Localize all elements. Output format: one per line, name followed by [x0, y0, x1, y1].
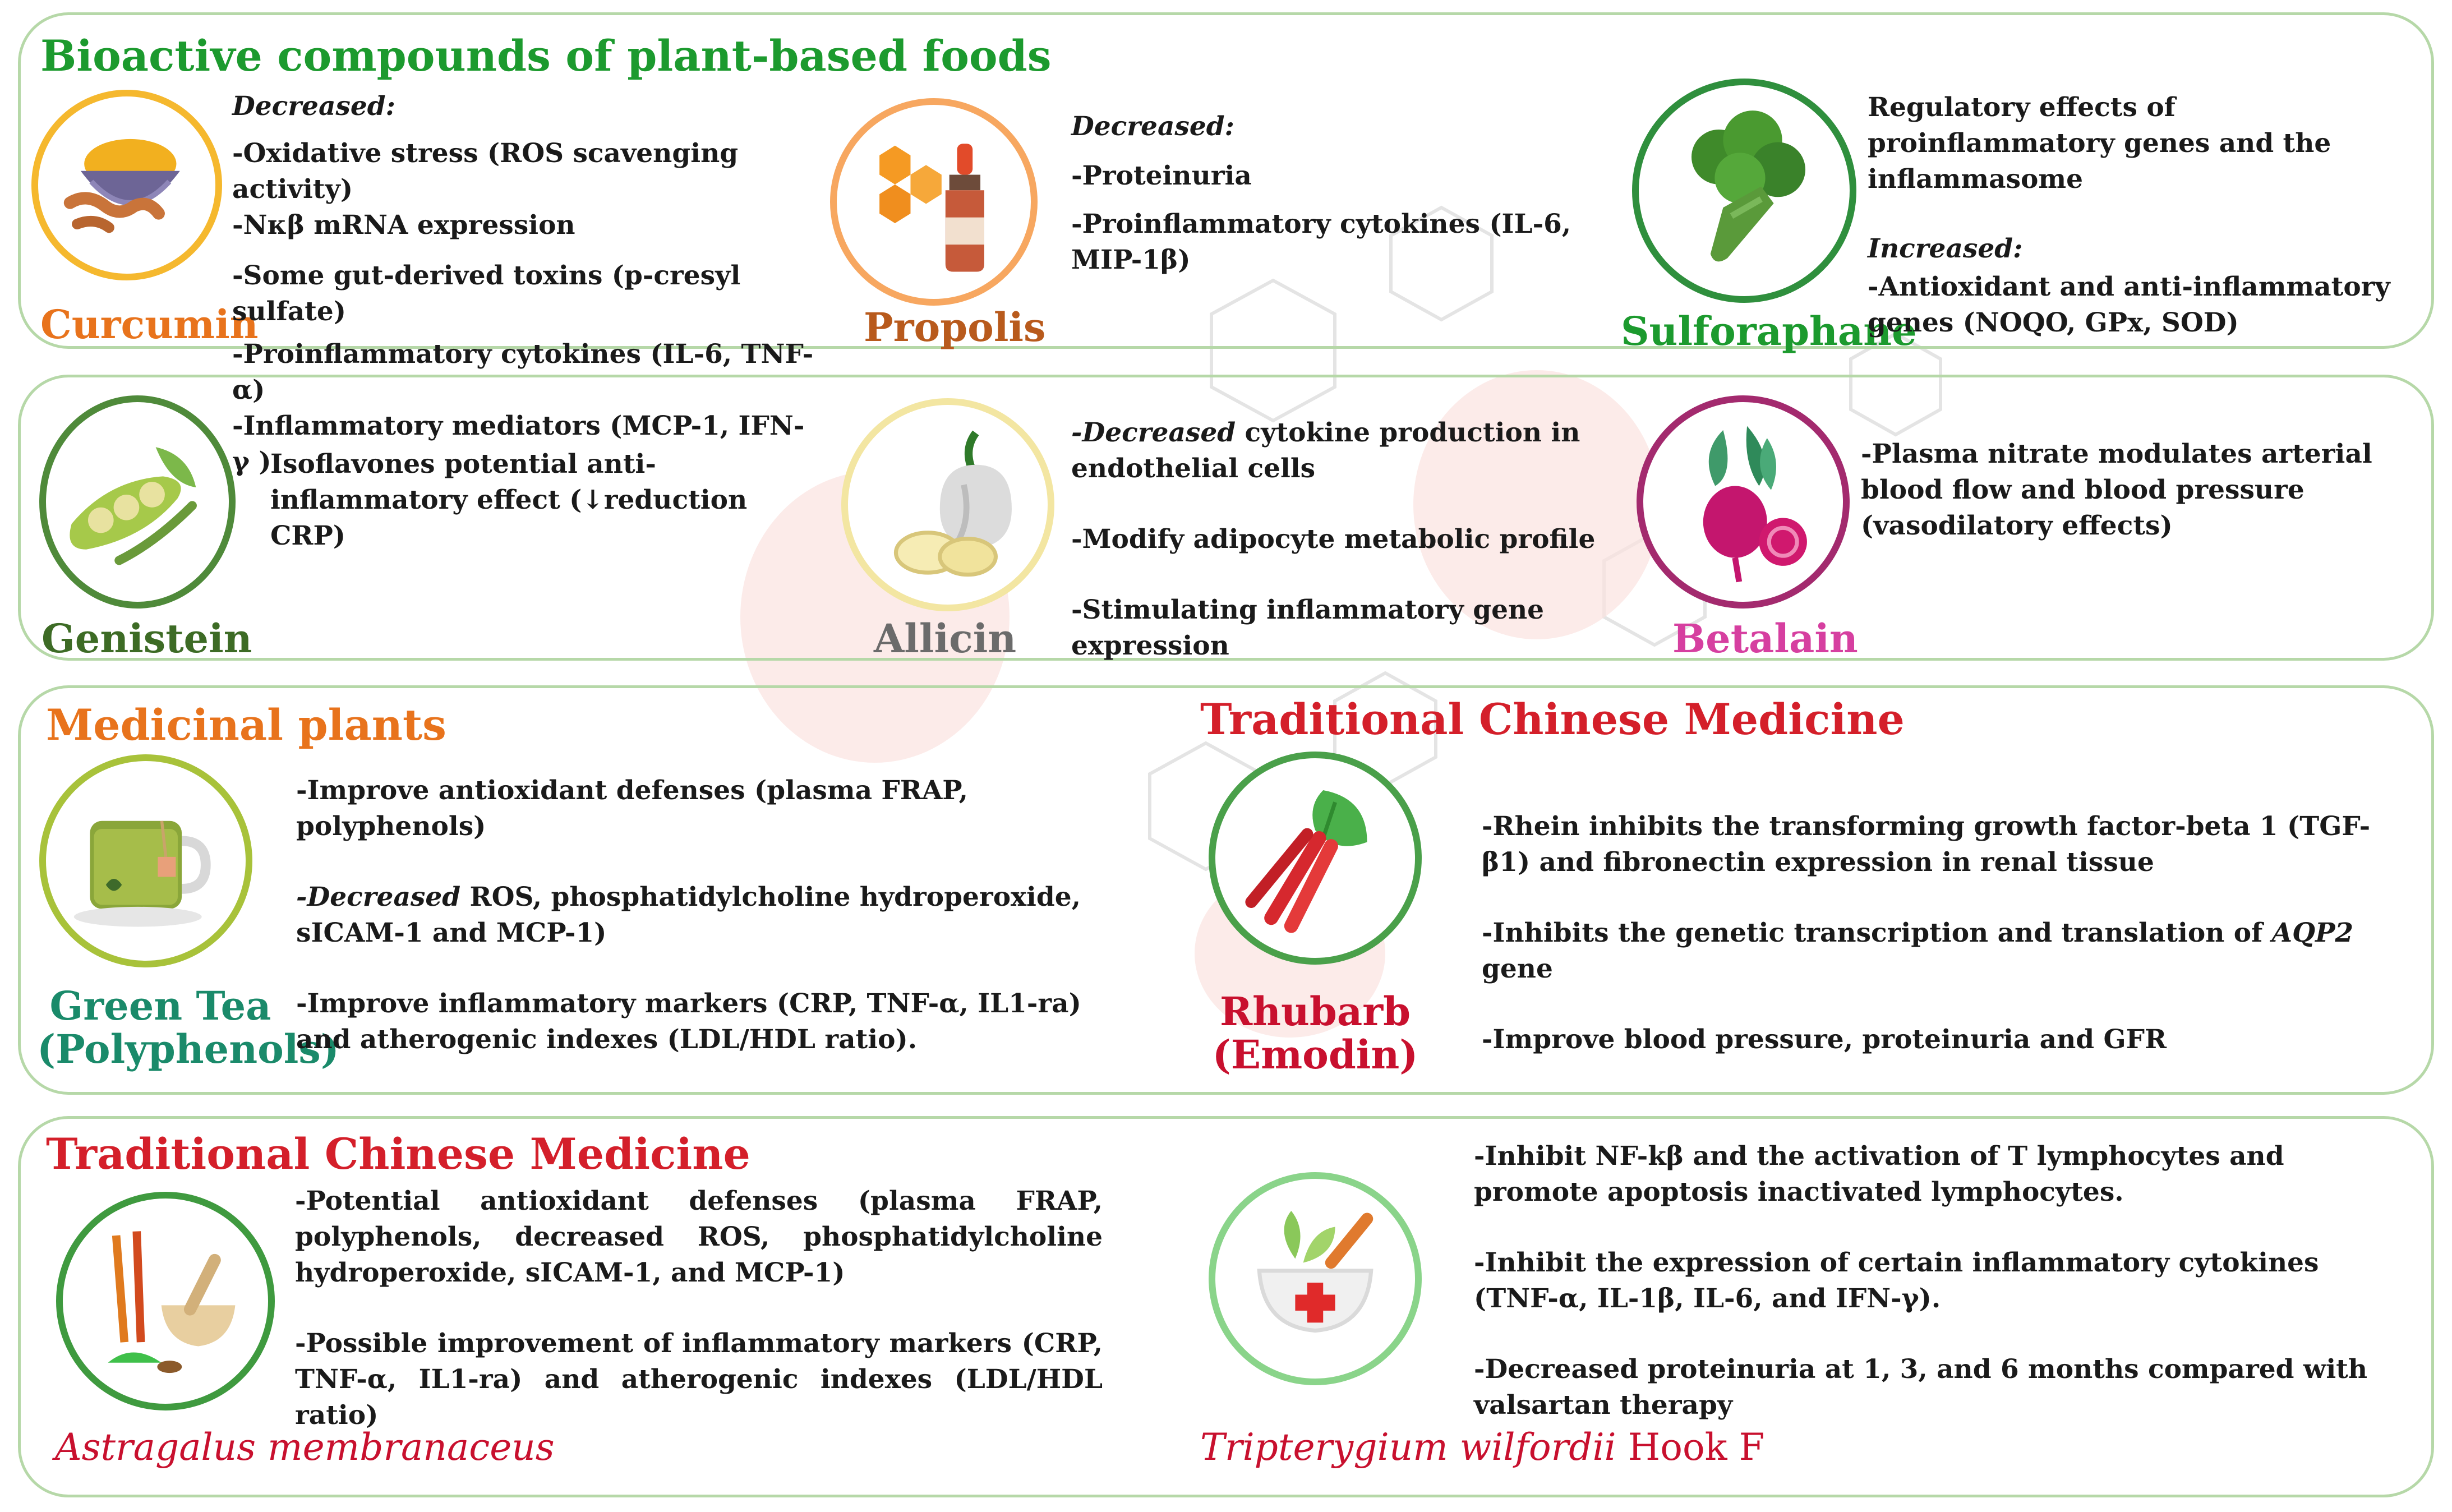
genistein-line-1: Isoflavones potential anti-inflammatory … — [270, 449, 748, 551]
panel-title-tcm-1: Traditional Chinese Medicine — [1200, 694, 1905, 744]
sulforaphane-heading: Increased: — [1868, 233, 2023, 264]
label-allicin: Allicin — [874, 615, 1017, 662]
curcumin-text: Decreased: -Oxidative stress (ROS scaven… — [232, 89, 815, 480]
curcumin-line-4: -Proinflammatory cytokines (IL-6, TNF-α) — [232, 339, 814, 405]
green-tea-line-2-em: -Decreased — [296, 882, 461, 912]
astragalus-text: -Potential antioxidant defenses (plasma … — [295, 1183, 1103, 1433]
green-tea-line-1: -Improve antioxidant defenses (plasma FR… — [296, 775, 968, 842]
label-rhubarb-line-2: (Emodin) — [1212, 1031, 1418, 1078]
green-tea-cup-icon — [39, 754, 252, 967]
sulforaphane-text: Regulatory effects of proinflammatory ge… — [1868, 90, 2417, 341]
betalain-line-1: -Plasma nitrate modulates arterial blood… — [1861, 439, 2372, 541]
allicin-line-3: -Stimulating inflammatory gene expressio… — [1071, 594, 1545, 661]
label-genistein: Genistein — [42, 615, 252, 662]
rhubarb-line-3: -Improve blood pressure, proteinuria and… — [1482, 1024, 2167, 1055]
tripterygium-line-2: -Inhibit the expression of certain infla… — [1474, 1247, 2319, 1314]
allicin-line-1-em: -Decreased — [1071, 417, 1236, 448]
curcumin-line-3: -Some gut-derived toxins (p-cresyl sulfa… — [232, 260, 741, 327]
green-tea-line-2: -Decreased ROS, phosphatidylcholine hydr… — [296, 879, 1098, 951]
rhubarb-line-2: -Inhibits the genetic transcription and … — [1482, 915, 2402, 987]
green-tea-text: -Improve antioxidant defenses (plasma FR… — [296, 773, 1098, 1058]
tripterygium-line-3: -Decreased proteinuria at 1, 3, and 6 mo… — [1474, 1354, 2368, 1421]
green-tea-line-3: -Improve inflammatory markers (CRP, TNF-… — [296, 988, 1081, 1055]
curcumin-line-1: -Oxidative stress (ROS scavenging activi… — [232, 138, 739, 205]
soybean-icon — [39, 395, 236, 609]
rhubarb-icon — [1209, 752, 1422, 965]
label-rhubarb: Rhubarb (Emodin) — [1206, 990, 1425, 1076]
panel-compounds-2 — [18, 375, 2434, 661]
label-tripterygium-rest: Hook F — [1616, 1426, 1765, 1469]
panel-medicinal-plants — [18, 685, 2434, 1095]
garlic-icon — [841, 398, 1054, 611]
turmeric-bowl-icon — [31, 90, 222, 280]
rhubarb-line-2-post: gene — [1482, 953, 1553, 984]
propolis-line-1: -Proteinuria — [1071, 160, 1252, 191]
tripterygium-line-1: -Inhibit NF-kβ and the activation of T l… — [1474, 1141, 2284, 1207]
panel-tcm-2 — [18, 1116, 2434, 1497]
sulforaphane-line-1: -Antioxidant and anti-inflammatory genes… — [1868, 271, 2390, 338]
genistein-text: Isoflavones potential anti-inflammatory … — [270, 446, 798, 554]
allicin-text: -Decreased cytokine production in endoth… — [1071, 415, 1598, 664]
broccoli-icon — [1632, 79, 1856, 303]
rhubarb-line-2-em: AQP2 — [2271, 918, 2354, 948]
label-rhubarb-line-1: Rhubarb — [1219, 988, 1411, 1035]
curcumin-line-5: -Inflammatory mediators (MCP-1, IFN-γ ) — [232, 411, 805, 477]
label-propolis: Propolis — [864, 304, 1046, 351]
rhubarb-line-2-pre: -Inhibits the genetic transcription and … — [1482, 918, 2272, 948]
label-tripterygium-em: Tripterygium wilfordii — [1200, 1426, 1616, 1469]
astragalus-line-2: -Possible improvement of inflammatory ma… — [295, 1328, 1103, 1431]
panel-title-bioactive: Bioactive compounds of plant-based foods — [40, 31, 1052, 81]
propolis-heading: Decreased: — [1071, 111, 1234, 142]
tripterygium-text: -Inhibit NF-kβ and the activation of T l… — [1474, 1138, 2405, 1423]
label-green-tea: Green Tea (Polyphenols) — [37, 983, 339, 1072]
rhubarb-line-1: -Rhein inhibits the transforming growth … — [1482, 811, 2371, 878]
allicin-line-1-rest: cytokine production in endothelial cells — [1071, 417, 1580, 484]
rhubarb-text: -Rhein inhibits the transforming growth … — [1482, 809, 2402, 1058]
astragalus-line-1: -Potential antioxidant defenses (plasma … — [295, 1186, 1103, 1288]
propolis-bottle-icon — [830, 98, 1038, 306]
beetroot-icon — [1637, 395, 1850, 609]
label-green-tea-line-2: (Polyphenols) — [37, 1026, 339, 1072]
label-sulforaphane: Sulforaphane — [1621, 308, 1917, 354]
green-tea-line-2-rest: ROS, phosphatidylcholine hydroperoxide, … — [296, 882, 1081, 948]
label-green-tea-line-1: Green Tea — [49, 983, 271, 1029]
panel-title-tcm-2: Traditional Chinese Medicine — [46, 1129, 750, 1179]
sulforaphane-intro: Regulatory effects of proinflammatory ge… — [1868, 92, 2331, 195]
panel-title-medicinal-plants: Medicinal plants — [46, 700, 446, 750]
propolis-line-2: -Proinflammatory cytokines (IL-6, MIP-1β… — [1071, 209, 1571, 275]
allicin-line-2: -Modify adipocyte metabolic profile — [1071, 524, 1596, 555]
label-astragalus: Astragalus membranaceus — [55, 1426, 555, 1469]
curcumin-heading: Decreased: — [232, 91, 395, 122]
mortar-herbs-icon — [56, 1192, 275, 1410]
betalain-text: -Plasma nitrate modulates arterial blood… — [1861, 436, 2416, 544]
label-betalain: Betalain — [1672, 615, 1858, 662]
label-tripterygium: Tripterygium wilfordii Hook F — [1200, 1427, 1764, 1468]
curcumin-line-2: -Nκβ mRNA expression — [232, 210, 575, 241]
label-curcumin: Curcumin — [40, 301, 259, 348]
panel-bioactive-compounds — [18, 12, 2434, 349]
herbal-bowl-cross-icon — [1209, 1172, 1422, 1385]
propolis-text: Decreased: -Proteinuria -Proinflammatory… — [1071, 109, 1632, 278]
allicin-line-1: -Decreased cytokine production in endoth… — [1071, 415, 1598, 487]
